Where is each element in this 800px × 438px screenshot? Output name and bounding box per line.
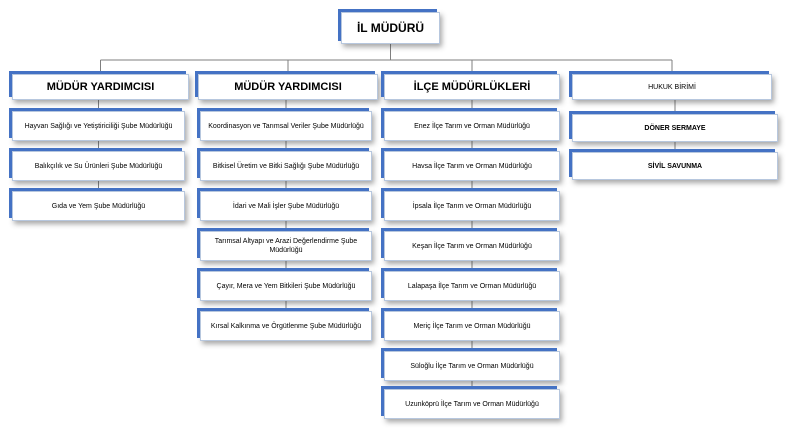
column-2-item-2: Bitkisel Üretim ve Bitki Sağlığı Şube Mü…	[200, 151, 372, 181]
column-2-item-6: Kırsal Kalkınma ve Örgütlenme Şube Müdür…	[200, 311, 372, 341]
column-1-item-1: Hayvan Sağlığı ve Yetiştiriciliği Şube M…	[12, 111, 185, 141]
column-3-item-8-label: Uzunköprü İlçe Tarım ve Orman Müdürlüğü	[405, 400, 539, 408]
column-2-item-5: Çayır, Mera ve Yem Bitkileri Şube Müdürl…	[200, 271, 372, 301]
column-4-item-2: SİVİL SAVUNMA	[572, 152, 778, 180]
column-2-item-5-label: Çayır, Mera ve Yem Bitkileri Şube Müdürl…	[216, 282, 356, 290]
column-3-item-5-label: Lalapaşa İlçe Tarım ve Orman Müdürlüğü	[407, 282, 537, 290]
column-4-item-1-label: DÖNER SERMAYE	[644, 124, 706, 132]
column-3-item-1: Enez İlçe Tarım ve Orman Müdürlüğü	[384, 111, 560, 141]
column-2-item-6-label: Kırsal Kalkınma ve Örgütlenme Şube Müdür…	[210, 322, 362, 330]
column-head-1-label: MÜDÜR YARDIMCISI	[46, 80, 155, 93]
column-head-3-label: İLÇE MÜDÜRLÜKLERİ	[413, 80, 531, 93]
column-3-item-2: Havsa İlçe Tarım ve Orman Müdürlüğü	[384, 151, 560, 181]
column-3-item-3-label: İpsala İlçe Tarım ve Orman Müdürlüğü	[412, 202, 532, 210]
column-2-item-3-label: İdari ve Mali İşler Şube Müdürlüğü	[232, 202, 340, 210]
column-3-item-2-label: Havsa İlçe Tarım ve Orman Müdürlüğü	[412, 162, 532, 170]
column-2-item-1-label: Koordinasyon ve Tarımsal Veriler Şube Mü…	[208, 122, 364, 130]
column-3-item-7-label: Süloğlu İlçe Tarım ve Orman Müdürlüğü	[410, 362, 534, 370]
column-2-item-3: İdari ve Mali İşler Şube Müdürlüğü	[200, 191, 372, 221]
root-box: İL MÜDÜRÜ	[341, 12, 440, 44]
column-1-item-3-label: Gıda ve Yem Şube Müdürlüğü	[51, 202, 146, 210]
column-3-item-3: İpsala İlçe Tarım ve Orman Müdürlüğü	[384, 191, 560, 221]
column-2-item-1: Koordinasyon ve Tarımsal Veriler Şube Mü…	[200, 111, 372, 141]
column-head-4-label: HUKUK BİRİMİ	[648, 83, 696, 91]
column-1-item-2-label: Balıkçılık ve Su Ürünleri Şube Müdürlüğü	[34, 162, 163, 170]
column-2-item-2-label: Bitkisel Üretim ve Bitki Sağlığı Şube Mü…	[212, 162, 360, 170]
column-3-item-6-label: Meriç İlçe Tarım ve Orman Müdürlüğü	[413, 322, 531, 330]
column-head-1: MÜDÜR YARDIMCISI	[12, 74, 189, 100]
column-3-item-8: Uzunköprü İlçe Tarım ve Orman Müdürlüğü	[384, 389, 560, 419]
column-4-item-2-label: SİVİL SAVUNMA	[647, 162, 703, 170]
column-head-3: İLÇE MÜDÜRLÜKLERİ	[384, 74, 560, 100]
column-3-item-6: Meriç İlçe Tarım ve Orman Müdürlüğü	[384, 311, 560, 341]
root-box-label: İL MÜDÜRÜ	[356, 20, 425, 35]
column-2-item-4: Tarımsal Altyapı ve Arazi Değerlendirme …	[200, 231, 372, 261]
column-1-item-2: Balıkçılık ve Su Ürünleri Şube Müdürlüğü	[12, 151, 185, 181]
column-head-2-label: MÜDÜR YARDIMCISI	[234, 80, 342, 93]
column-4-item-1: DÖNER SERMAYE	[572, 114, 778, 142]
column-3-item-1-label: Enez İlçe Tarım ve Orman Müdürlüğü	[414, 122, 530, 130]
column-3-item-5: Lalapaşa İlçe Tarım ve Orman Müdürlüğü	[384, 271, 560, 301]
column-head-2: MÜDÜR YARDIMCISI	[198, 74, 378, 100]
column-1-item-3: Gıda ve Yem Şube Müdürlüğü	[12, 191, 185, 221]
column-3-item-7: Süloğlu İlçe Tarım ve Orman Müdürlüğü	[384, 351, 560, 381]
column-3-item-4: Keşan İlçe Tarım ve Orman Müdürlüğü	[384, 231, 560, 261]
column-head-4: HUKUK BİRİMİ	[572, 74, 772, 100]
column-1-item-1-label: Hayvan Sağlığı ve Yetiştiriciliği Şube M…	[24, 122, 173, 130]
column-3-item-4-label: Keşan İlçe Tarım ve Orman Müdürlüğü	[412, 242, 532, 250]
column-2-item-4-label: Tarımsal Altyapı ve Arazi Değerlendirme …	[214, 238, 358, 254]
